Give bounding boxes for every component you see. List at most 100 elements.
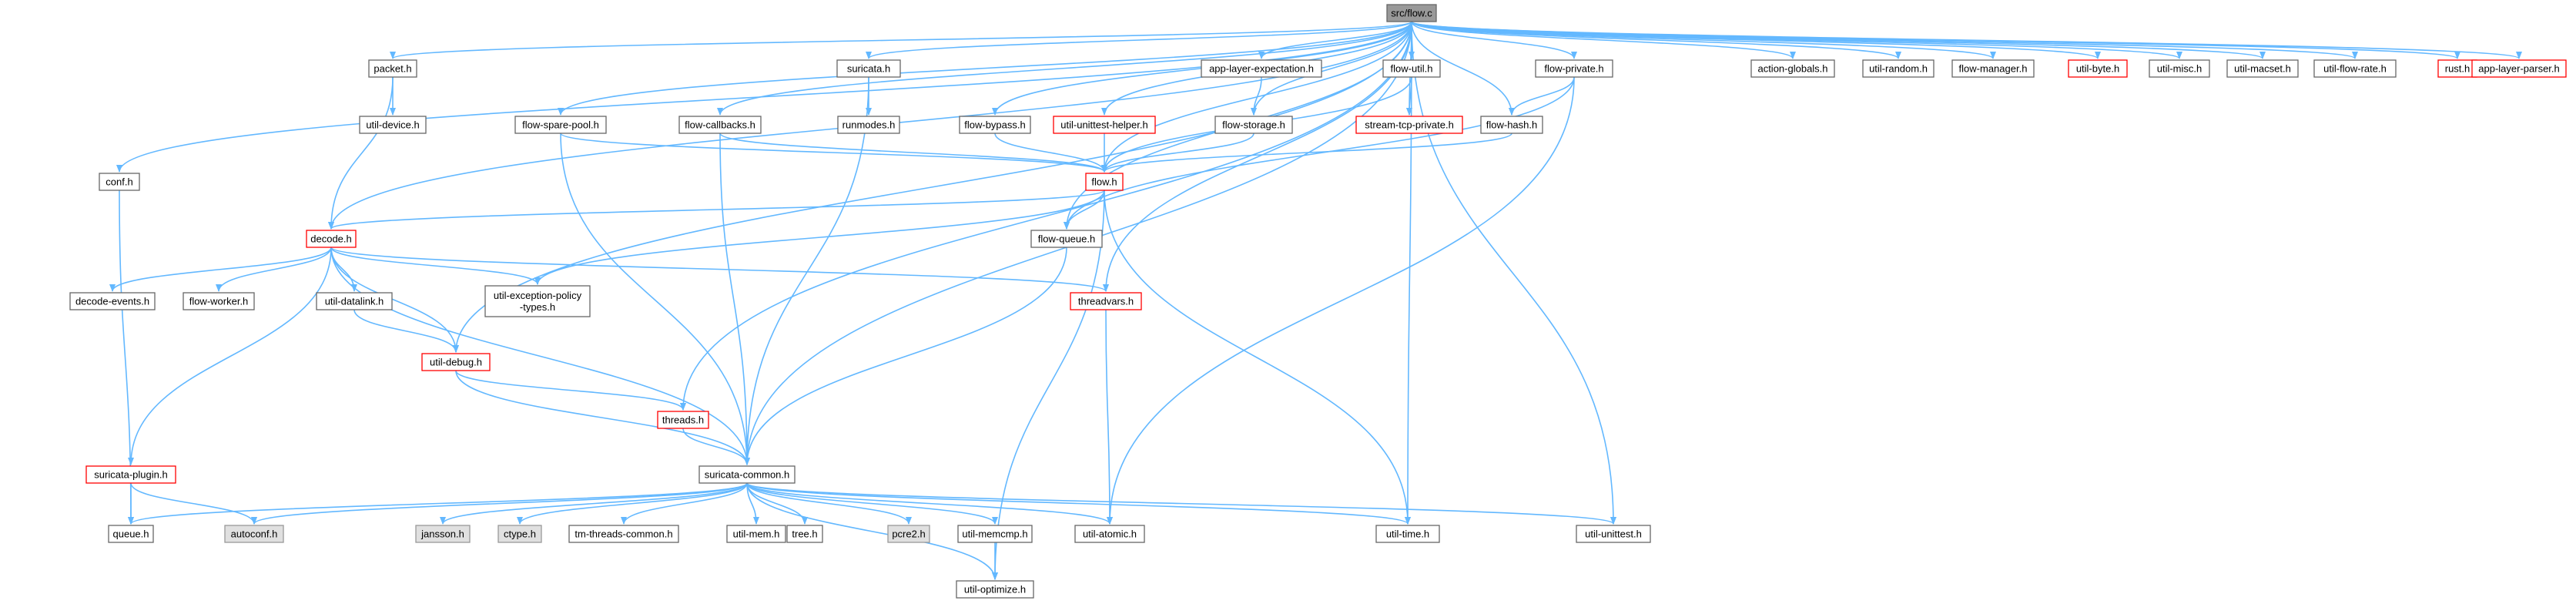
node-label: flow-private.h [1544,63,1603,75]
node-util-memcmp-h[interactable]: util-memcmp.h [957,525,1033,543]
edge-ale_h-to-flow_storage_h [1251,76,1262,116]
node-flow-storage-h[interactable]: flow-storage.h [1214,116,1293,134]
node-util-device-h[interactable]: util-device.h [359,116,427,134]
node-label: src/flow.c [1391,8,1432,19]
node-util-atomic-h[interactable]: util-atomic.h [1074,525,1145,543]
node-box [224,525,284,543]
node-flow-spare-pool-h[interactable]: flow-spare-pool.h [514,116,607,134]
edge-flow_callbacks_h-to-suricata_common_h [719,133,750,465]
node-flow-private-h[interactable]: flow-private.h [1535,59,1613,78]
node-packet-h[interactable]: packet.h [368,59,417,78]
node-threads-h[interactable]: threads.h [657,411,709,429]
node-pcre2-h[interactable]: pcre2.h [887,525,930,543]
node-util-time-h[interactable]: util-time.h [1375,525,1440,543]
node-suricata-plugin-h[interactable]: suricata-plugin.h [85,465,176,484]
edge-suricata_common_h-to-util_mem_h [746,482,759,525]
node-unittest-helper-h[interactable]: util-unittest-helper.h [1053,116,1156,134]
node-ctype-h[interactable]: ctype.h [497,525,542,543]
node-label: flow.h [1091,176,1117,188]
node-flow-worker-h[interactable]: flow-worker.h [183,292,255,310]
node-label: conf.h [106,176,132,188]
node-util-byte-h[interactable]: util-byte.h [2068,59,2128,78]
node-flow-callbacks-h[interactable]: flow-callbacks.h [678,116,762,134]
node-util-optimize-h[interactable]: util-optimize.h [956,580,1034,599]
node-util-macset-h[interactable]: util-macset.h [2226,59,2299,78]
node-alp-h[interactable]: app-layer-parser.h [2471,59,2567,78]
node-box [1053,116,1156,134]
node-label: tm-threads-common.h [574,528,672,540]
node-stream-tcp-private-h[interactable]: stream-tcp-private.h [1355,116,1463,134]
node-label: util-unittest.h [1585,528,1642,540]
node-decode-h[interactable]: decode.h [306,230,357,248]
node-box [1750,59,1835,78]
node-util-unittest-h[interactable]: util-unittest.h [1576,525,1651,543]
node-box [359,116,427,134]
node-label: threadvars.h [1078,296,1134,307]
edge-flow_callbacks_h-to-flow_h [719,133,1107,173]
node-flow-hash-h[interactable]: flow-hash.h [1480,116,1543,134]
node-decode-events-h[interactable]: decode-events.h [69,292,156,310]
node-flow-queue-h[interactable]: flow-queue.h [1030,230,1103,248]
node-suricata-common-h[interactable]: suricata-common.h [698,465,796,484]
node-box [1074,525,1145,543]
node-ale-h[interactable]: app-layer-expectation.h [1201,59,1322,78]
node-rust-h[interactable]: rust.h [2437,59,2477,78]
node-label: util-optimize.h [964,584,1026,596]
node-label: app-layer-parser.h [2478,63,2560,75]
node-tm-threads-common-h[interactable]: tm-threads-common.h [568,525,679,543]
node-util-misc-h[interactable]: util-misc.h [2149,59,2210,78]
node-box [85,465,176,484]
node-label: flow-callbacks.h [685,119,755,131]
node-box [2068,59,2128,78]
node-autoconf-h[interactable]: autoconf.h [224,525,284,543]
node-label: suricata-common.h [705,469,790,481]
node-suricata-h[interactable]: suricata.h [836,59,901,78]
node-util-datalink-h[interactable]: util-datalink.h [316,292,393,310]
edge-suricata_common_h-to-util_unittest_h [746,482,1616,525]
node-flow-c[interactable]: src/flow.c [1386,4,1437,22]
node-tree-h[interactable]: tree.h [786,525,823,543]
node-box [1480,116,1543,134]
node-runmodes-h[interactable]: runmodes.h [837,116,900,134]
node-jansson-h[interactable]: jansson.h [415,525,471,543]
node-flow-bypass-h[interactable]: flow-bypass.h [959,116,1031,134]
node-queue-h[interactable]: queue.h [108,525,154,543]
node-util-flow-rate-h[interactable]: util-flow-rate.h [2313,59,2397,78]
edge-flow_h-to-flow_queue_h [1064,190,1105,230]
node-box [837,116,900,134]
node-label: util-atomic.h [1083,528,1137,540]
node-threadvars-h[interactable]: threadvars.h [1070,292,1142,310]
edge-decode_h-to-decode_events_h [109,247,332,292]
node-label: util-flow-rate.h [2323,63,2387,75]
node-conf-h[interactable]: conf.h [99,173,140,191]
node-flow-h[interactable]: flow.h [1085,173,1124,191]
node-util-debug-h[interactable]: util-debug.h [421,353,491,371]
edge-threadvars_h-to-util_atomic_h [1105,309,1113,525]
edge-flow_private_h-to-util_atomic_h [1107,76,1575,525]
edge-flow_c-to-flow_spare_pool_h [558,21,1412,116]
node-label: util-misc.h [2157,63,2202,75]
node-box [1535,59,1613,78]
edge-flow_hash_h-to-flow_h [1101,133,1512,173]
node-util-random-h[interactable]: util-random.h [1862,59,1935,78]
edge-flow_c-to-flow_callbacks_h [717,21,1412,116]
node-label: suricata-plugin.h [94,469,167,481]
node-action-globals-h[interactable]: action-globals.h [1750,59,1835,78]
node-label: flow-manager.h [1959,63,2028,75]
node-box [69,292,156,310]
edge-suricata_common_h-to-util_atomic_h [746,482,1113,525]
node-uep-types-h[interactable]: util-exception-policy-types.h [484,285,591,317]
edge-util_debug_h-to-threads_h [455,370,686,411]
edge-suricata_h-to-suricata_common_h [744,76,869,465]
node-util-mem-h[interactable]: util-mem.h [726,525,786,543]
node-label: jansson.h [420,528,464,540]
node-box [421,353,491,371]
node-flow-util-h[interactable]: flow-util.h [1382,59,1441,78]
edge-flow_c-to-util_random_h [1411,21,1901,59]
node-label: runmodes.h [842,119,896,131]
edge-decode_h-to-suricata_plugin_h [128,247,332,465]
node-box [2226,59,2299,78]
node-label: flow-hash.h [1486,119,1537,131]
node-box [1070,292,1142,310]
node-flow-manager-h[interactable]: flow-manager.h [1951,59,2035,78]
